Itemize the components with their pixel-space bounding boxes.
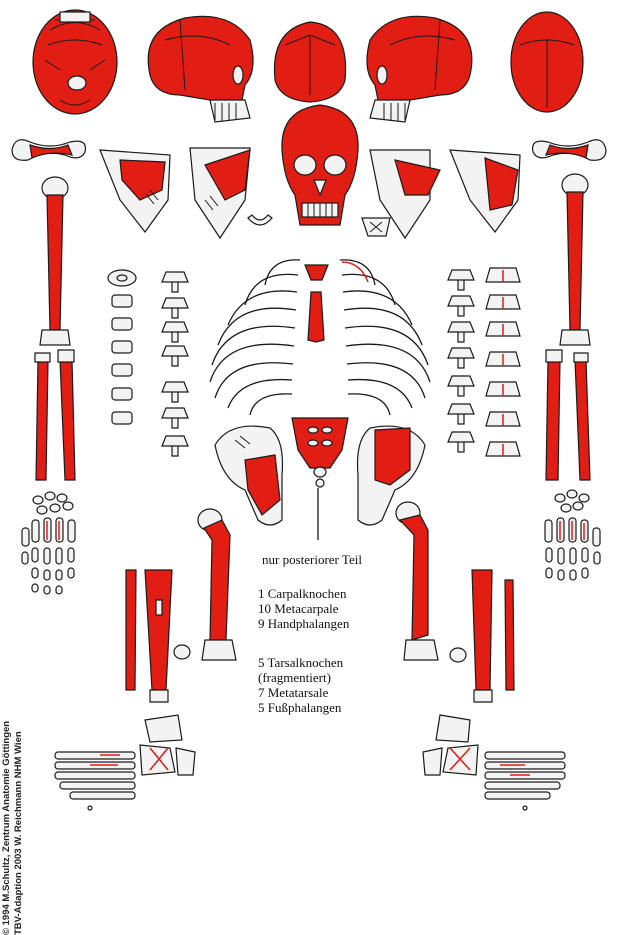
thoracic-vertebrae-right (448, 270, 474, 452)
patella-left (174, 645, 190, 659)
foot-bone-counts: 5 Tarsalknochen (fragmentiert) 7 Metatar… (258, 655, 343, 715)
foot-right (423, 715, 565, 810)
forearm-right (546, 350, 590, 480)
tibia-fibula-left (126, 570, 172, 702)
femur-right (396, 502, 438, 660)
hand-count-metacarpal: 10 Metacarpale (258, 601, 349, 616)
hand-count-carpal: 1 Carpalknochen (258, 586, 349, 601)
os-coxae-left (215, 426, 283, 525)
scapula-2 (190, 148, 250, 238)
skull-right-lateral-view (367, 16, 472, 122)
lumbar-vertebrae (486, 268, 520, 456)
atlas-fragment (362, 218, 390, 236)
forearm-left (35, 350, 75, 480)
hand-count-phalanges: 9 Handphalangen (258, 616, 349, 631)
posterior-part-note: nur posteriorer Teil (262, 552, 362, 567)
scapula-1 (100, 150, 170, 232)
cervical-vertebrae (108, 270, 136, 424)
credit-line-2: TBV-Adaption 2003 W. Reichmann NHM Wien (13, 515, 25, 935)
skull-inferior-view (33, 10, 117, 114)
skull-left-lateral-view (148, 16, 253, 122)
foot-count-tarsal: 5 Tarsalknochen (258, 655, 343, 670)
rib-cage (210, 260, 430, 415)
skull-anterior-view (282, 105, 358, 225)
hand-right (545, 490, 600, 580)
scapula-4 (450, 150, 520, 232)
copyright-credit: © 1994 M.Schultz, Zentrum Anatomie Götti… (1, 515, 27, 935)
hyoid-fragment (248, 215, 272, 225)
clavicle-left (12, 140, 85, 161)
thoracic-vertebrae-left (162, 272, 188, 456)
tibia-fibula-right (472, 570, 514, 702)
foot-count-phalanges: 5 Fußphalangen (258, 700, 343, 715)
foot-left (55, 715, 195, 810)
skull-superior-view (511, 12, 583, 112)
femur-left (198, 509, 236, 660)
foot-count-tarsal-note: (fragmentiert) (258, 670, 343, 685)
foot-count-metatarsal: 7 Metatarsale (258, 685, 343, 700)
credit-line-1: © 1994 M.Schultz, Zentrum Anatomie Götti… (1, 515, 13, 935)
patella-right (450, 648, 466, 662)
sacrum (292, 418, 348, 487)
hand-bone-counts: 1 Carpalknochen 10 Metacarpale 9 Handpha… (258, 586, 349, 631)
hand-left (22, 492, 75, 594)
skull-posterior-view (274, 22, 345, 102)
humerus-left (40, 177, 70, 345)
humerus-right (560, 174, 590, 345)
clavicle-right (533, 140, 606, 161)
